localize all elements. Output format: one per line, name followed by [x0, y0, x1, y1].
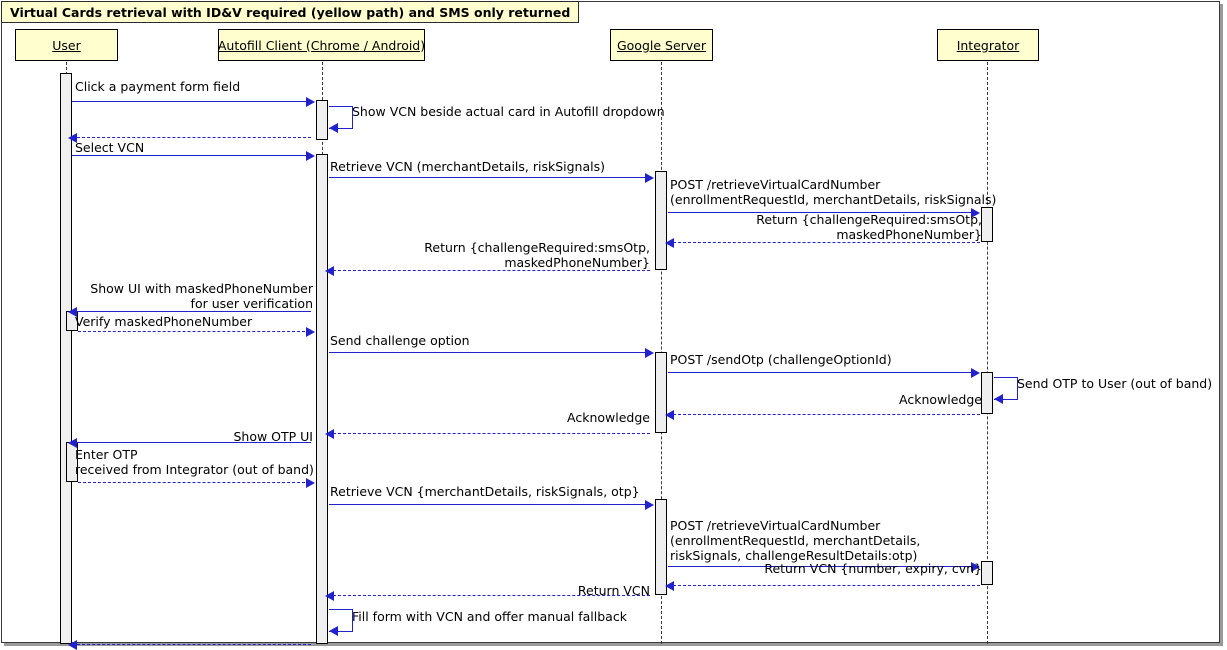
message-line-m16: [77, 442, 311, 443]
message-line-m1: [72, 101, 310, 102]
participant-google-server-label: Google Server: [616, 37, 707, 53]
participant-integrator-label: Integrator: [956, 37, 1020, 53]
activation-google-2: [655, 352, 667, 433]
message-arrowhead-m11: [645, 348, 654, 358]
diagram-title: Virtual Cards retrieval with ID&V requir…: [1, 1, 580, 23]
message-line-m14: [673, 414, 980, 415]
message-label-m6: POST /retrieveVirtualCardNumber (enrollm…: [670, 177, 997, 207]
message-label-m8: Return {challengeRequired:smsOtp, masked…: [424, 240, 650, 270]
activation-user-main: [60, 73, 72, 644]
message-line-m8: [333, 270, 650, 271]
message-arrowhead-m23: [68, 640, 77, 650]
message-line-m18: [329, 504, 649, 505]
message-line-m15: [333, 433, 650, 434]
message-line-m19: [668, 566, 975, 567]
message-line-m21: [333, 595, 650, 596]
message-line-m10: [78, 331, 310, 332]
activation-integrator-3: [981, 561, 993, 585]
message-label-m17: Enter OTP received from Integrator (out …: [75, 447, 314, 477]
message-label-m2: Show VCN beside actual card in Autofill …: [352, 104, 665, 119]
participant-google-server[interactable]: Google Server: [610, 29, 713, 61]
message-label-m16: Show OTP UI: [233, 429, 313, 444]
message-label-m10: Verify maskedPhoneNumber: [75, 314, 253, 329]
message-arrowhead-m8: [325, 266, 334, 276]
message-line-m5: [329, 177, 649, 178]
message-label-m5: Retrieve VCN (merchantDetails, riskSigna…: [330, 159, 605, 174]
message-arrowhead-m18: [645, 500, 654, 510]
message-label-m20: Return VCN {number, expiry, cvn}: [764, 561, 982, 576]
activation-google-1: [655, 171, 667, 270]
message-line-m17: [78, 482, 310, 483]
message-arrowhead-m10: [306, 327, 315, 337]
message-arrowhead-m5: [645, 173, 654, 183]
message-label-m11: Send challenge option: [330, 333, 470, 348]
message-label-m3: Select VCN: [75, 140, 145, 155]
message-arrowhead-m21: [325, 591, 334, 601]
activation-autofill-1: [316, 100, 328, 140]
message-arrowhead-m9: [68, 307, 77, 317]
message-line-m12: [668, 372, 975, 373]
message-label-m13: Send OTP to User (out of band): [1017, 376, 1213, 391]
message-arrowhead-m7: [665, 238, 674, 248]
message-label-m14: Acknowledge: [899, 392, 982, 407]
message-arrowhead-m19: [971, 562, 980, 572]
message-label-m21: Return VCN: [577, 583, 650, 598]
message-line-m7: [673, 242, 980, 243]
message-label-m19: POST /retrieveVirtualCardNumber (enrollm…: [670, 518, 921, 563]
participant-autofill-client[interactable]: Autofill Client (Chrome / Android): [218, 29, 425, 61]
message-line-m3: [77, 137, 311, 138]
activation-google-3: [655, 499, 667, 595]
activation-integrator-1: [981, 207, 993, 242]
message-line-m4: [72, 155, 310, 156]
message-arrowhead-m6: [971, 208, 980, 218]
message-arrowhead-m3: [68, 133, 77, 143]
message-line-m20: [673, 585, 980, 586]
message-arrowhead-m17: [306, 478, 315, 488]
message-self-m22: [329, 609, 353, 636]
message-label-m7: Return {challengeRequired:smsOtp, masked…: [756, 212, 982, 242]
message-line-m9: [77, 311, 311, 312]
message-arrowhead-m1: [306, 97, 315, 107]
message-self-m13: [994, 377, 1018, 404]
message-label-m9: Show UI with maskedPhoneNumber for user …: [90, 281, 313, 311]
message-line-m23: [77, 644, 311, 645]
participant-user[interactable]: User: [15, 29, 118, 61]
message-arrowhead-m20: [665, 581, 674, 591]
message-label-m22: Fill form with VCN and offer manual fall…: [352, 609, 627, 624]
message-label-m15: Acknowledge: [567, 410, 650, 425]
message-label-m1: Click a payment form field: [75, 79, 241, 94]
message-arrowhead-m12: [971, 368, 980, 378]
lifeline-integrator: [987, 62, 988, 644]
message-label-m18: Retrieve VCN {merchantDetails, riskSigna…: [330, 484, 640, 499]
message-self-m2: [329, 106, 353, 133]
participant-autofill-client-label: Autofill Client (Chrome / Android): [217, 37, 426, 53]
message-arrowhead-m14: [665, 410, 674, 420]
message-line-m11: [329, 352, 649, 353]
participant-integrator[interactable]: Integrator: [937, 29, 1039, 61]
activation-integrator-2: [981, 372, 993, 414]
message-line-m6: [668, 212, 975, 213]
activation-autofill-2: [316, 154, 328, 644]
message-arrowhead-m16: [68, 438, 77, 448]
message-arrowhead-m4: [306, 151, 315, 161]
participant-user-label: User: [52, 37, 81, 53]
message-label-m12: POST /sendOtp (challengeOptionId): [670, 352, 892, 367]
message-arrowhead-m15: [325, 429, 334, 439]
